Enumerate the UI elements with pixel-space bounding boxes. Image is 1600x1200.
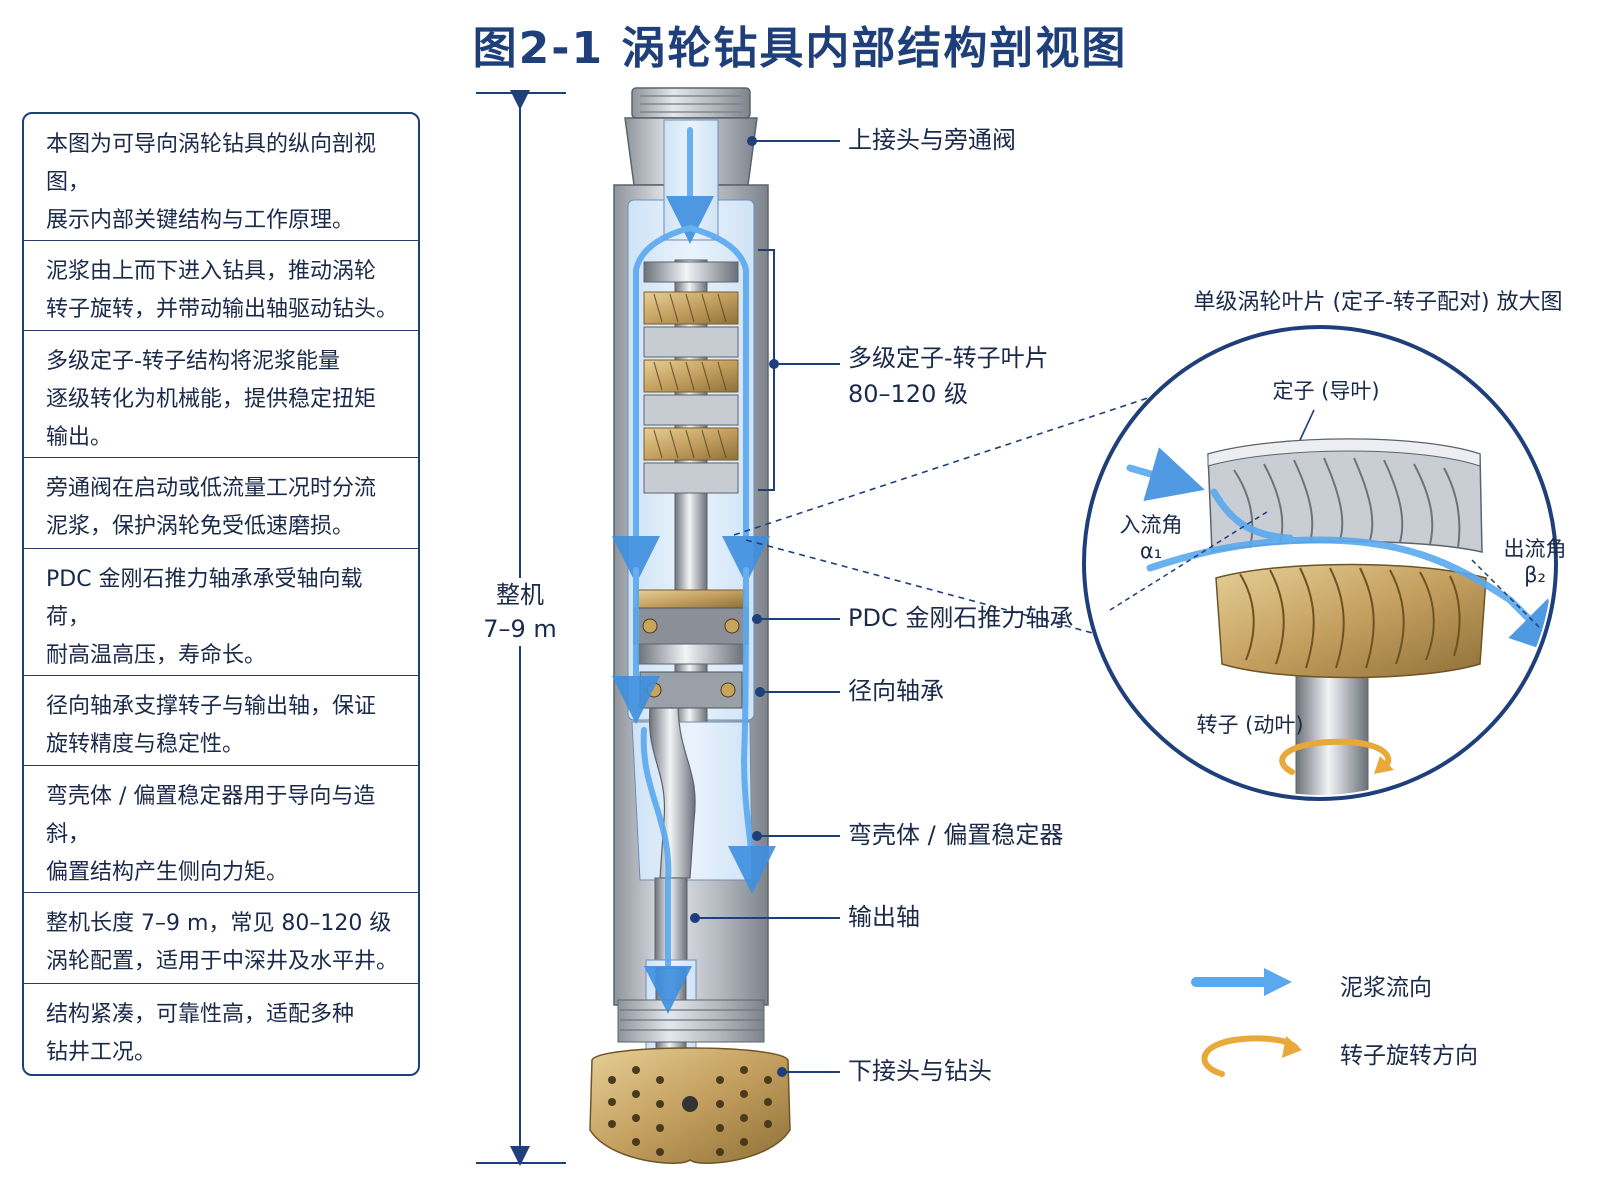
mud-flow-paths: [612, 127, 776, 1014]
info-item: 泥浆由上而下进入钻具，推动涡轮 转子旋转，并带动输出轴驱动钻头。: [24, 241, 418, 332]
info-item: 本图为可导向涡轮钻具的纵向剖视图， 展示内部关键结构与工作原理。: [24, 114, 418, 241]
legend-rotation-icon: [1201, 1035, 1302, 1077]
inflow-angle-label: 入流角 α₁: [1119, 513, 1183, 563]
callout-radial-bearing: 径向轴承: [848, 677, 944, 705]
legend-mud-flow-icon: [1191, 968, 1292, 996]
callout-turbine-stages: 多级定子-转子叶片 80–120 级: [848, 344, 1049, 408]
callout-output-shaft: 输出轴: [848, 903, 920, 931]
callout-upper-sub-bypass-valve: 上接头与旁通阀: [848, 126, 1016, 154]
zoom-guide-lines: [733, 387, 1179, 636]
info-item: 整机长度 7–9 m，常见 80–120 级 涡轮配置，适用于中深井及水平井。: [24, 893, 418, 984]
info-item: 旁通阀在启动或低流量工况时分流 泥浆，保护涡轮免受低速磨损。: [24, 458, 418, 549]
callout-bent-housing: 弯壳体 / 偏置稳定器: [848, 821, 1064, 849]
radial-bearing-assembly: [639, 671, 743, 709]
info-item: 径向轴承支撑转子与输出轴，保证 旋转精度与稳定性。: [24, 676, 418, 767]
figure-title: 图2-1 涡轮钻具内部结构剖视图: [472, 23, 1128, 74]
stage-detail-magnifier: [1082, 325, 1558, 801]
info-item: PDC 金刚石推力轴承承受轴向载荷， 耐高温高压，寿命长。: [24, 549, 418, 676]
detail-title: 单级涡轮叶片 (定子-转子配对) 放大图: [1193, 290, 1563, 315]
pdc-bit: [589, 1047, 791, 1164]
overall-length-label: 整机 7–9 m: [480, 578, 560, 646]
callout-leaders: [690, 136, 840, 1077]
info-item: 多级定子-转子结构将泥浆能量 逐级转化为机械能，提供稳定扭矩 输出。: [24, 331, 418, 459]
info-item: 弯壳体 / 偏置稳定器用于导向与造斜， 偏置结构产生侧向力矩。: [24, 766, 418, 894]
stator-label: 定子 (导叶): [1272, 379, 1380, 403]
legend-mud-flow-label: 泥浆流向: [1340, 975, 1432, 1001]
outflow-angle-label: 出流角 β₂: [1503, 537, 1567, 587]
rotor-label: 转子 (动叶): [1196, 713, 1304, 737]
legend-rotation-label: 转子旋转方向: [1340, 1043, 1478, 1069]
thrust-bearing-assembly: [633, 589, 749, 665]
drill-tool-cross-section: [589, 87, 791, 1164]
info-item: 结构紧凑，可靠性高，适配多种 钻井工况。: [46, 1001, 355, 1065]
callout-sub-and-bit: 下接头与钻头: [848, 1057, 992, 1085]
info-panel: 本图为可导向涡轮钻具的纵向剖视图， 展示内部关键结构与工作原理。 泥浆由上而下进…: [22, 112, 420, 1076]
callout-thrust-bearing: PDC 金刚石推力轴承: [848, 604, 1074, 632]
turbine-stage-stack: [643, 261, 739, 494]
